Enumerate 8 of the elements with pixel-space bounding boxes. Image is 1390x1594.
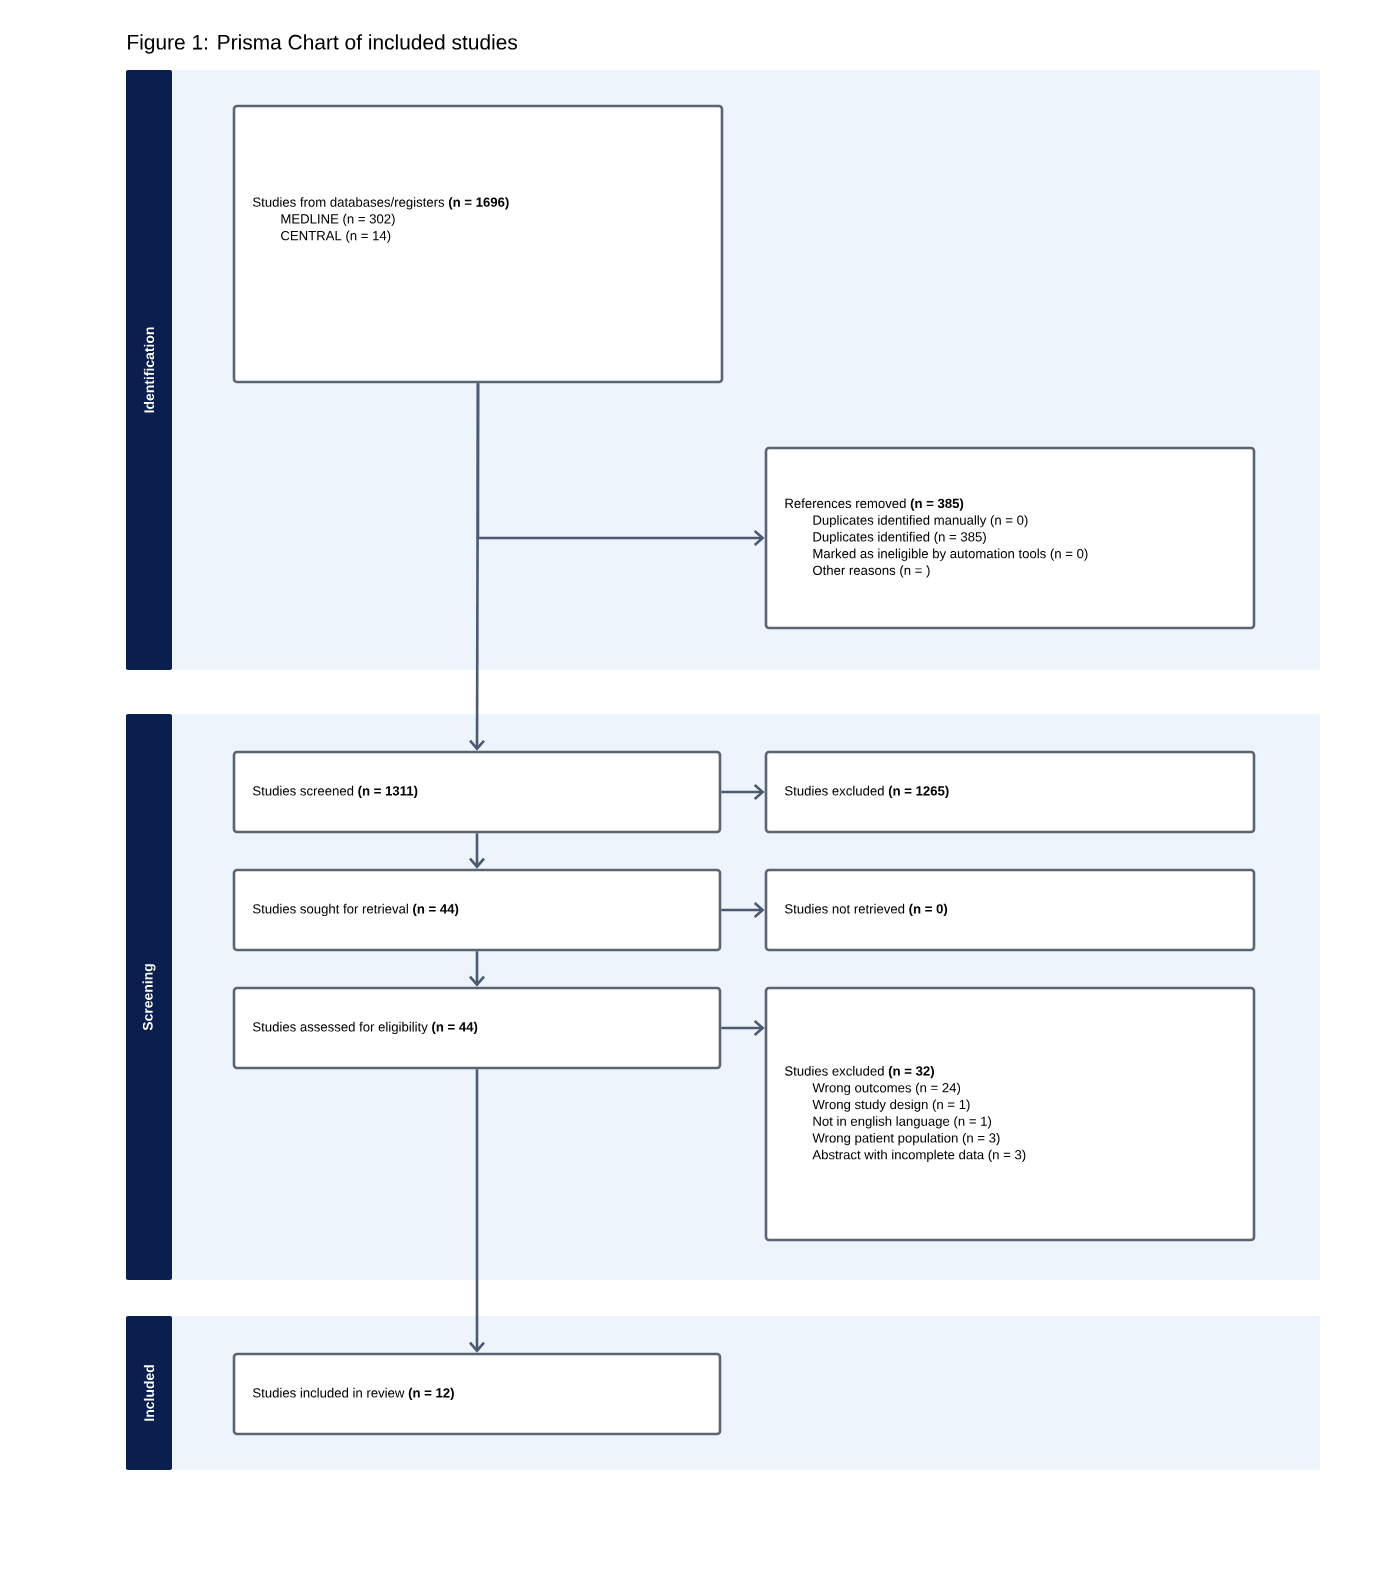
arrow [721,784,765,800]
arrow [469,833,485,869]
arrow [721,902,765,918]
arrow [476,383,765,546]
arrow [721,1020,765,1036]
figure-title: Figure 1: Prisma Chart of included studies [128,34,518,54]
arrow [469,1069,485,1353]
arrow [469,951,485,987]
